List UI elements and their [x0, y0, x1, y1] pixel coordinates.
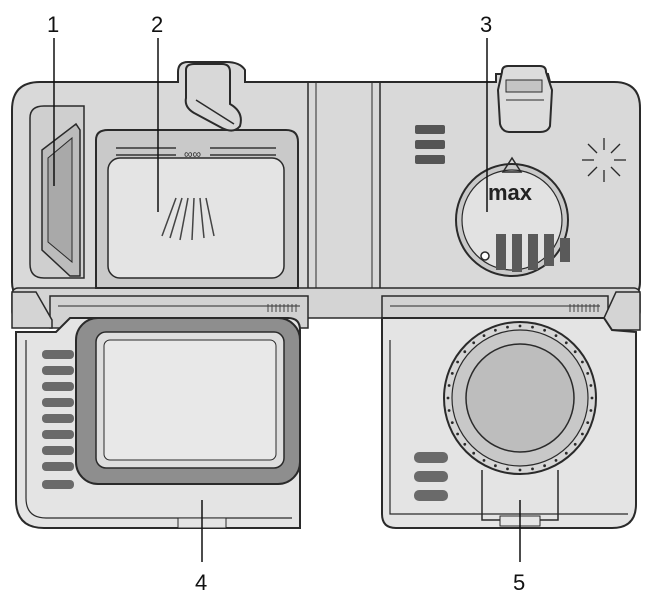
fill-mark-icon: ∞∞ [184, 147, 201, 161]
cap-notch [518, 468, 522, 472]
cap-notch [586, 372, 590, 375]
cap-notch [463, 442, 467, 446]
callout-1: 1 [47, 12, 59, 37]
callout-2: 2 [151, 12, 163, 37]
dial-max-label: max [488, 180, 533, 205]
cap-notch [589, 409, 593, 412]
callout-5: 5 [513, 570, 525, 595]
cap-notch [447, 384, 451, 387]
cap-notch [531, 325, 534, 329]
cap-notch [506, 325, 509, 329]
detergent-compartment[interactable]: ∞∞ [95, 129, 299, 289]
cap-notch [494, 328, 497, 332]
cap-notch [564, 451, 568, 455]
cap-notch [543, 464, 546, 468]
cap-notch [450, 421, 454, 424]
cap-notch [456, 432, 459, 436]
cap-notch [589, 384, 593, 387]
cap-notch [590, 396, 594, 400]
rinse-aid-flap[interactable] [29, 105, 85, 279]
cap-notch [494, 464, 497, 468]
lid-grip-icon [42, 350, 74, 489]
lid-gasket-window [75, 317, 301, 485]
cap-notch [456, 360, 459, 364]
dial-marker-dot [480, 251, 490, 261]
rinse-lid-vent-icon [414, 452, 448, 501]
spray-lines-icon [161, 197, 215, 241]
shine-icon [582, 138, 626, 182]
cap-notch [482, 334, 486, 337]
cap-notch [573, 350, 577, 354]
cap-notch [482, 459, 486, 462]
cap-notch [506, 467, 509, 471]
rinse-aid-cap[interactable] [443, 321, 597, 475]
cap-notch [554, 459, 558, 462]
indicator-vent-icon [415, 125, 445, 164]
cap-notch [463, 350, 467, 354]
cap-notch [573, 442, 577, 446]
cap-notch [446, 396, 450, 400]
callout-leaders [53, 38, 521, 562]
cap-notch [543, 328, 546, 332]
cap-notch [581, 432, 584, 436]
max-arrow-icon [501, 156, 523, 173]
left-side-tab [11, 291, 53, 329]
cap-notch [554, 334, 558, 337]
dial-level-bars [496, 234, 570, 272]
callout-3: 3 [480, 12, 492, 37]
callout-4: 4 [195, 570, 207, 595]
cap-notch [531, 467, 534, 471]
center-divider [307, 82, 381, 318]
cap-notch [450, 372, 454, 375]
cap-notch [586, 421, 590, 424]
cap-notch [581, 360, 584, 364]
cap-notch [447, 409, 451, 412]
cap-notch-ring [446, 324, 594, 472]
detergent-latch[interactable] [184, 63, 242, 132]
rinse-aid-latch[interactable] [496, 65, 554, 133]
cap-notch [472, 341, 476, 345]
cap-notch [518, 324, 522, 328]
cap-notch [472, 451, 476, 455]
cap-notch [564, 341, 568, 345]
